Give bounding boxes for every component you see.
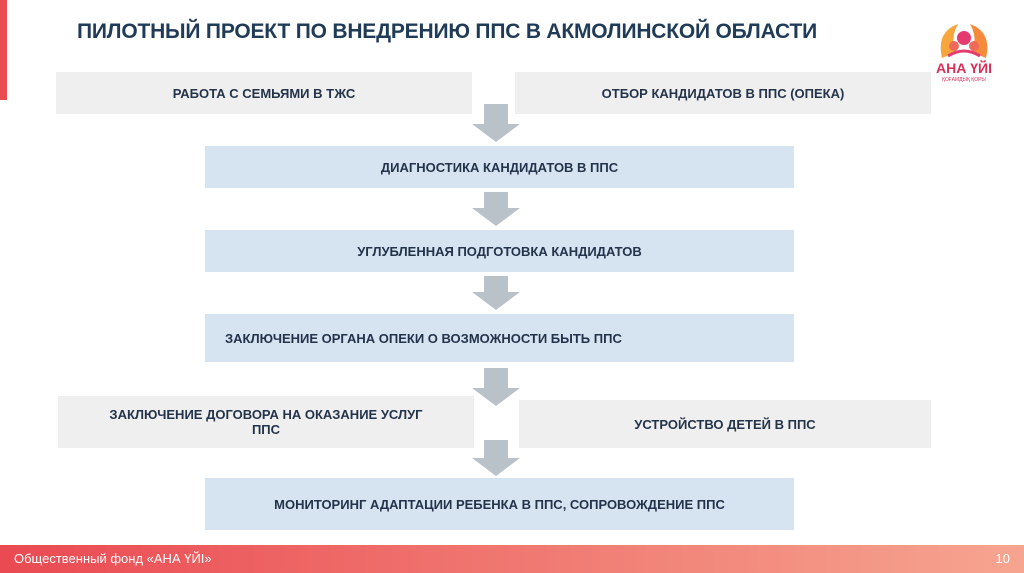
step-label: ОТБОР КАНДИДАТОВ В ППС (ОПЕКА) xyxy=(601,85,845,101)
step-advanced-training: УГЛУБЛЕННАЯ ПОДГОТОВКА КАНДИДАТОВ xyxy=(205,230,794,272)
slide-title: ПИЛОТНЫЙ ПРОЕКТ ПО ВНЕДРЕНИЮ ППС В АКМОЛ… xyxy=(77,20,817,43)
logo-icon xyxy=(940,24,988,58)
step-monitoring: МОНИТОРИНГ АДАПТАЦИИ РЕБЕНКА В ППС, СОПР… xyxy=(205,478,794,530)
footer-bar: Общественный фонд «АНА ҮЙІ» 10 xyxy=(0,545,1024,573)
step-guardianship-conclusion: ЗАКЛЮЧЕНИЕ ОРГАНА ОПЕКИ О ВОЗМОЖНОСТИ БЫ… xyxy=(205,314,794,362)
footer-text: Общественный фонд «АНА ҮЙІ» xyxy=(14,551,212,566)
logo-text: АНА ҮЙІ xyxy=(936,60,992,76)
step-label: МОНИТОРИНГ АДАПТАЦИИ РЕБЕНКА В ППС, СОПР… xyxy=(274,496,725,512)
step-label: ЗАКЛЮЧЕНИЕ ДОГОВОРА НА ОКАЗАНИЕ УСЛУГ ПП… xyxy=(109,407,423,437)
logo-subtext: ҚОҒАМДЫҚ ҚОРЫ xyxy=(942,77,986,83)
step-label: УСТРОЙСТВО ДЕТЕЙ В ППС xyxy=(634,416,816,432)
step-label: УГЛУБЛЕННАЯ ПОДГОТОВКА КАНДИДАТОВ xyxy=(357,243,642,259)
step-label: РАБОТА С СЕМЬЯМИ В ТЖС xyxy=(172,85,356,101)
left-accent-bar xyxy=(0,0,7,100)
page-number: 10 xyxy=(995,551,1010,566)
step-child-placement: УСТРОЙСТВО ДЕТЕЙ В ППС xyxy=(519,400,931,448)
step-work-with-families: РАБОТА С СЕМЬЯМИ В ТЖС xyxy=(56,72,472,114)
logo: АНА ҮЙІ ҚОҒАМДЫҚ ҚОРЫ xyxy=(928,18,1000,88)
step-label: ЗАКЛЮЧЕНИЕ ОРГАНА ОПЕКИ О ВОЗМОЖНОСТИ БЫ… xyxy=(225,330,622,346)
step-candidate-selection: ОТБОР КАНДИДАТОВ В ППС (ОПЕКА) xyxy=(515,72,931,114)
step-service-contract: ЗАКЛЮЧЕНИЕ ДОГОВОРА НА ОКАЗАНИЕ УСЛУГ ПП… xyxy=(58,396,474,448)
step-candidate-diagnostics: ДИАГНОСТИКА КАНДИДАТОВ В ППС xyxy=(205,146,794,188)
step-label: ДИАГНОСТИКА КАНДИДАТОВ В ППС xyxy=(380,159,619,175)
